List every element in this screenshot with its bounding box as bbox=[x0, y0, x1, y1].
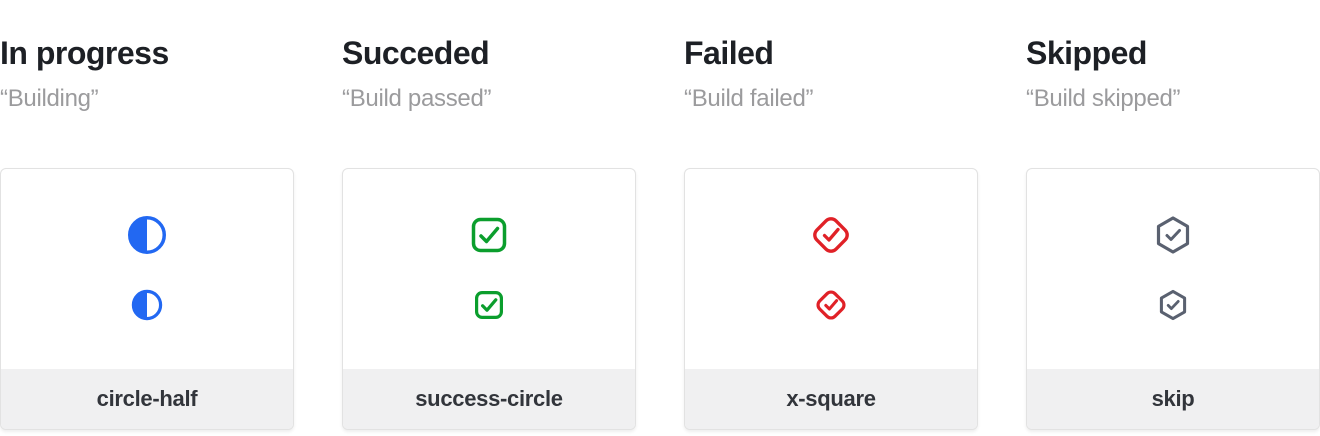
icon-card-footer: skip bbox=[1027, 369, 1319, 429]
status-message: “Build skipped” bbox=[1026, 85, 1181, 112]
icon-name-label: circle-half bbox=[96, 386, 198, 411]
icon-name-label: success-circle bbox=[415, 386, 563, 411]
success-circle-icon-small bbox=[473, 289, 505, 321]
skip-icon-small bbox=[1157, 289, 1189, 321]
icon-name-label: x-square bbox=[786, 386, 876, 411]
skip-icon-large bbox=[1153, 215, 1193, 255]
column-title: Skipped bbox=[1026, 35, 1147, 71]
status-column-succeeded: Succeded “Build passed” succes bbox=[342, 0, 636, 430]
icon-card-success-circle: success-circle bbox=[342, 168, 636, 430]
status-column-in-progress: In progress “Building” circle- bbox=[0, 0, 294, 430]
icon-card-body bbox=[1027, 169, 1319, 369]
icon-name-label: skip bbox=[1151, 386, 1195, 411]
status-message: “Building” bbox=[0, 85, 99, 112]
icon-card-footer: circle-half bbox=[1, 369, 293, 429]
icon-card-body bbox=[1, 169, 293, 369]
icon-card-footer: success-circle bbox=[343, 369, 635, 429]
status-column-skipped: Skipped “Build skipped” skip bbox=[1026, 0, 1320, 430]
status-column-failed: Failed “Build failed” x-square bbox=[684, 0, 978, 430]
success-circle-icon-large bbox=[469, 215, 509, 255]
icon-card-circle-half: circle-half bbox=[0, 168, 294, 430]
icon-card-body bbox=[343, 169, 635, 369]
circle-half-icon-large bbox=[127, 215, 167, 255]
column-title: Succeded bbox=[342, 35, 490, 71]
column-title: In progress bbox=[0, 35, 169, 71]
status-message: “Build passed” bbox=[342, 85, 492, 112]
status-message: “Build failed” bbox=[684, 85, 814, 112]
x-square-icon-small bbox=[815, 289, 847, 321]
icon-card-x-square: x-square bbox=[684, 168, 978, 430]
circle-half-icon-small bbox=[131, 289, 163, 321]
column-title: Failed bbox=[684, 35, 774, 71]
icon-card-footer: x-square bbox=[685, 369, 977, 429]
icon-card-body bbox=[685, 169, 977, 369]
icon-card-skip: skip bbox=[1026, 168, 1320, 430]
x-square-icon-large bbox=[811, 215, 851, 255]
